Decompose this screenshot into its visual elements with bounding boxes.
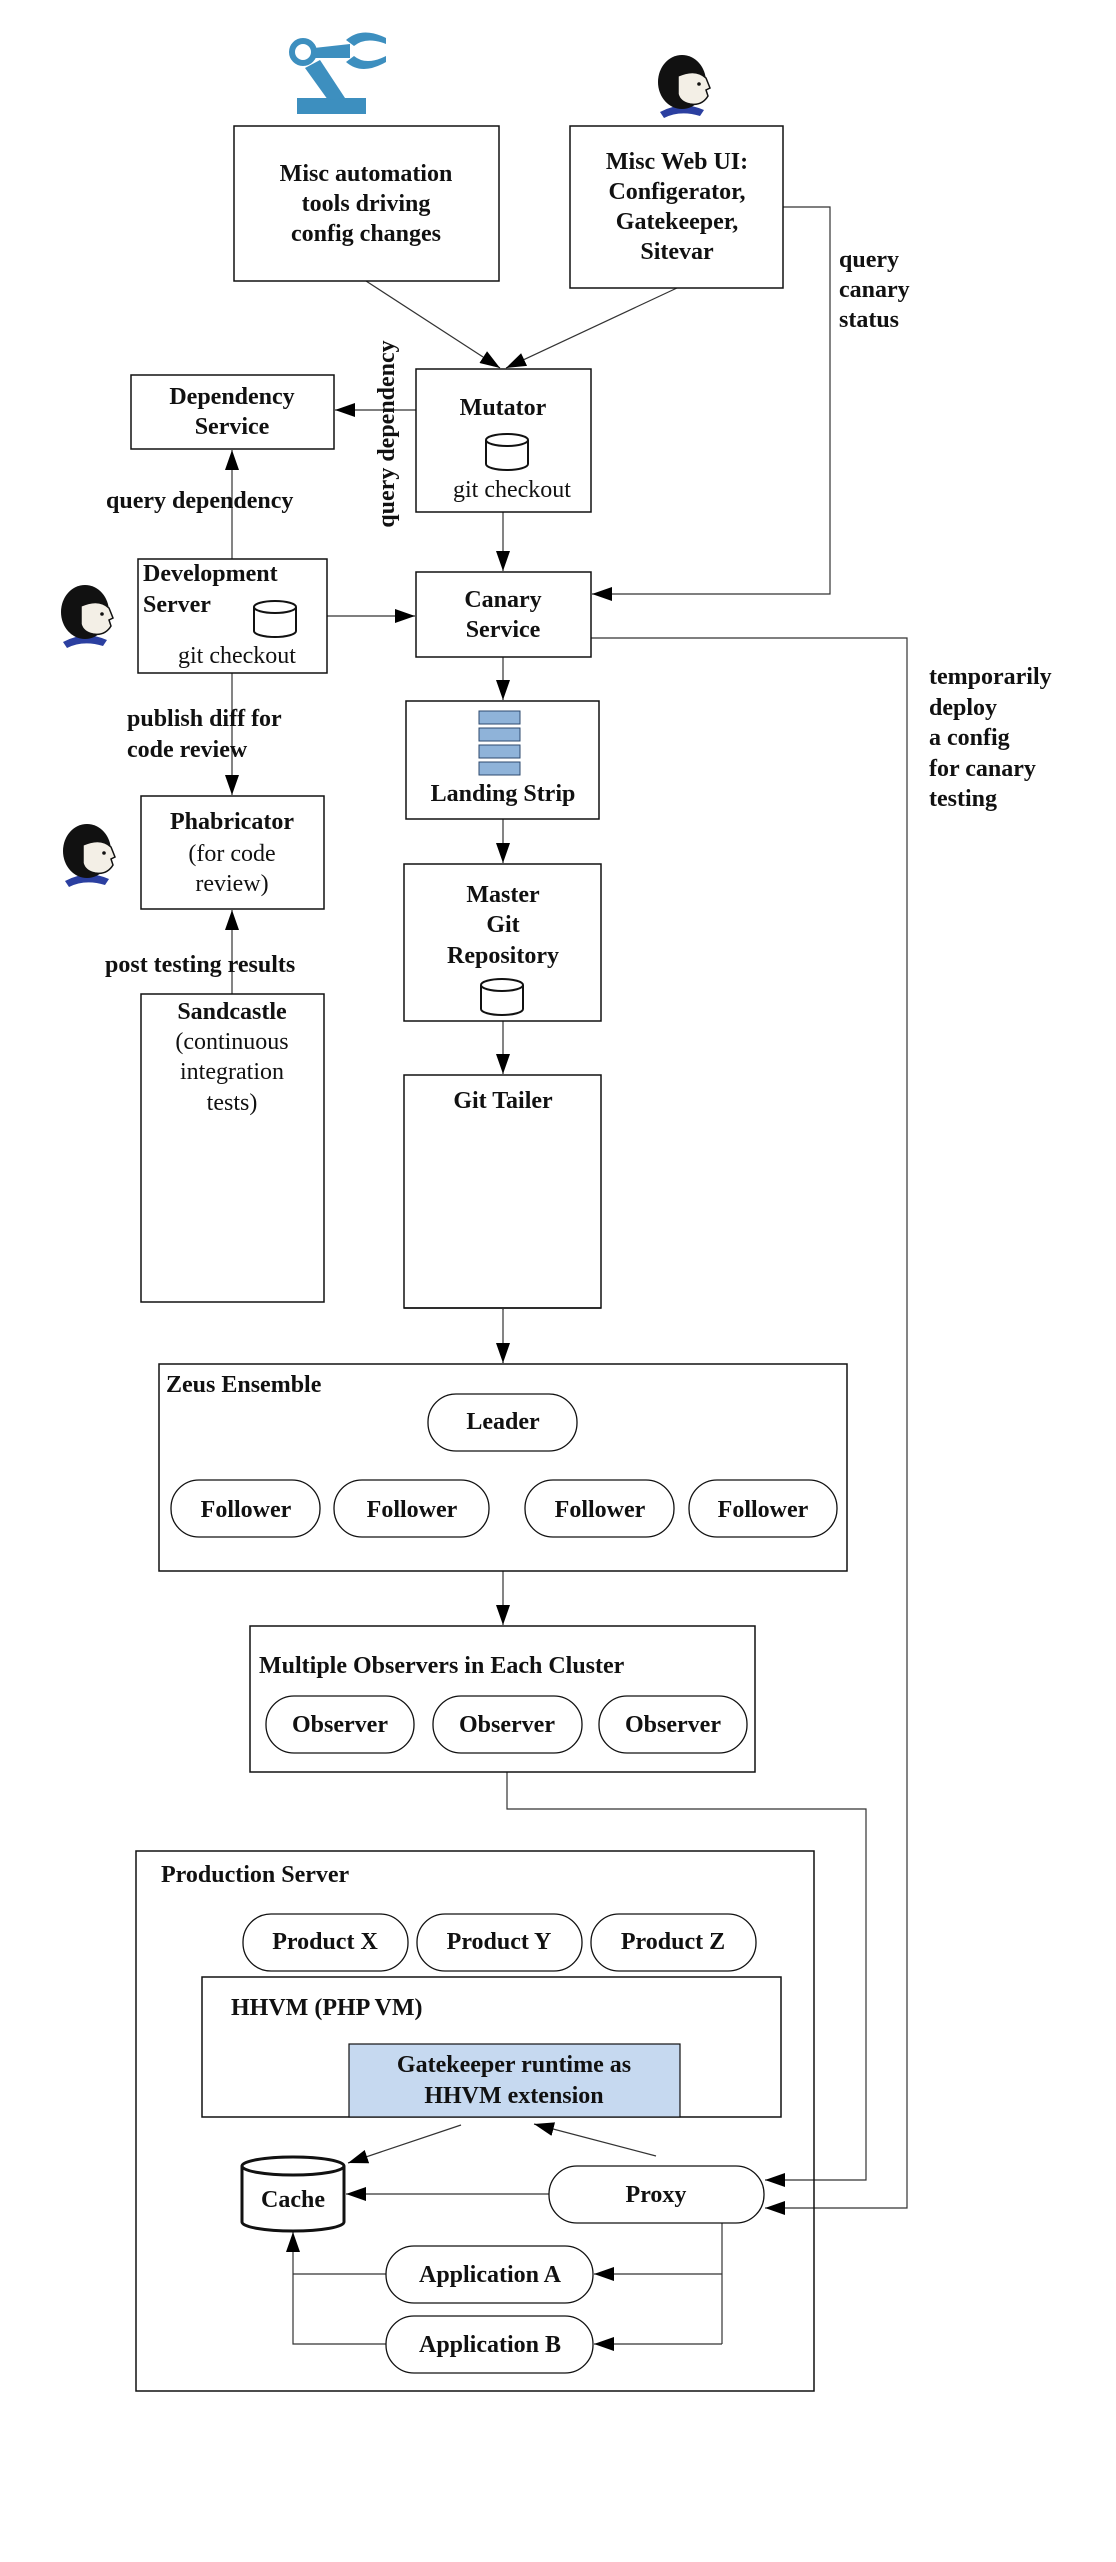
observer-node: Observer bbox=[292, 1712, 388, 1738]
product-node: Product Y bbox=[447, 1929, 552, 1955]
node-label: Cache bbox=[261, 2187, 325, 2213]
node-sublabel: git checkout bbox=[178, 643, 296, 669]
leader-node: Leader bbox=[466, 1409, 540, 1435]
sandcastle-node: Sandcastle (continuous integration tests… bbox=[140, 993, 325, 1303]
node-sublabel: (continuous bbox=[175, 1029, 288, 1055]
follower-node: Follower bbox=[367, 1497, 458, 1523]
edge-label: query dependency bbox=[374, 340, 400, 527]
dependency-service-node: Dependency Service bbox=[130, 374, 335, 450]
follower-node: Follower bbox=[718, 1497, 809, 1523]
node-sublabel: integration bbox=[180, 1059, 284, 1085]
database-icon bbox=[253, 600, 297, 638]
gatekeeper-runtime: HHVM extension bbox=[424, 2083, 603, 2109]
development-server-node: Development Server git checkout bbox=[137, 558, 328, 674]
mutator-node: Mutator git checkout bbox=[415, 368, 592, 513]
edge-label: post testing results bbox=[105, 952, 295, 978]
node-label: Sandcastle bbox=[177, 999, 287, 1025]
proxy-node: Proxy bbox=[626, 2182, 687, 2208]
node-label: tools driving bbox=[302, 191, 431, 217]
canary-service-node: Canary Service bbox=[415, 571, 592, 658]
node-label: Server bbox=[143, 592, 211, 618]
robot-arm-icon bbox=[289, 32, 386, 114]
phabricator-node: Phabricator (for code review) bbox=[140, 795, 325, 910]
group-label: Multiple Observers in Each Cluster bbox=[259, 1653, 625, 1679]
group-label: Zeus Ensemble bbox=[166, 1372, 322, 1398]
edge-label: status bbox=[839, 307, 899, 333]
node-label: config changes bbox=[291, 221, 441, 247]
node-sublabel: git checkout bbox=[453, 477, 571, 503]
group-label: Production Server bbox=[161, 1862, 350, 1888]
node-label: Development bbox=[143, 561, 278, 587]
node-sublabel: review) bbox=[195, 871, 268, 897]
follower-node: Follower bbox=[201, 1497, 292, 1523]
follower-node: Follower bbox=[555, 1497, 646, 1523]
edge-labels: query canary status query dependency que… bbox=[105, 247, 1052, 978]
node-sublabel: (for code bbox=[188, 841, 275, 867]
hhvm-label: HHVM (PHP VM) bbox=[231, 1995, 423, 2021]
person-icon bbox=[657, 54, 711, 119]
node-label: Mutator bbox=[460, 395, 547, 421]
node-label: Misc Web UI: bbox=[606, 149, 748, 175]
node-label: Repository bbox=[447, 943, 559, 969]
database-icon bbox=[485, 433, 529, 471]
product-node: Product X bbox=[272, 1929, 378, 1955]
node-label: Configerator, bbox=[608, 179, 745, 205]
edge-label: query dependency bbox=[106, 488, 293, 514]
product-node: Product Z bbox=[621, 1929, 725, 1955]
node-label: Service bbox=[466, 617, 541, 643]
edge-label: code review bbox=[127, 737, 248, 763]
zeus-ensemble: Zeus Ensemble Leader Follower Follower F… bbox=[158, 1363, 848, 1572]
edge-label: temporarily bbox=[929, 664, 1052, 690]
application-node: Application B bbox=[419, 2332, 561, 2358]
application-node: Application A bbox=[419, 2262, 562, 2288]
node-label: Canary bbox=[464, 587, 541, 613]
node-label: Dependency bbox=[169, 384, 294, 410]
gatekeeper-runtime: Gatekeeper runtime as bbox=[397, 2052, 631, 2078]
queue-icon bbox=[478, 710, 521, 776]
person-icon bbox=[60, 584, 114, 649]
production-server: Production Server Product X Product Y Pr… bbox=[135, 1850, 815, 2392]
observers-group: Multiple Observers in Each Cluster Obser… bbox=[249, 1625, 756, 1773]
node-label: Phabricator bbox=[170, 809, 294, 835]
web-ui-node: Misc Web UI: Configerator, Gatekeeper, S… bbox=[569, 125, 784, 289]
node-label: Sitevar bbox=[640, 239, 714, 265]
git-tailer-node: Git Tailer bbox=[403, 1074, 603, 1362]
edge-label: testing bbox=[929, 786, 997, 812]
edge-label: deploy bbox=[929, 695, 997, 721]
person-icon bbox=[62, 823, 116, 888]
node-label: Landing Strip bbox=[431, 781, 576, 807]
node-label: Service bbox=[195, 414, 270, 440]
database-icon bbox=[480, 978, 524, 1016]
node-label: Misc automation bbox=[280, 161, 453, 187]
observer-node: Observer bbox=[459, 1712, 555, 1738]
landing-strip-node: Landing Strip bbox=[405, 700, 600, 820]
observer-node: Observer bbox=[625, 1712, 721, 1738]
node-label: Gatekeeper, bbox=[616, 209, 738, 235]
automation-tools-node: Misc automation tools driving config cha… bbox=[233, 125, 500, 282]
edge-label: query bbox=[839, 247, 899, 273]
edge-label: publish diff for bbox=[127, 706, 282, 732]
edge-label: canary bbox=[839, 277, 910, 303]
node-label: Git bbox=[486, 912, 519, 938]
edge-label: for canary bbox=[929, 756, 1036, 782]
cache-node: Cache bbox=[240, 2155, 346, 2233]
master-git-repository-node: Master Git Repository bbox=[403, 863, 602, 1022]
edge-label: a config bbox=[929, 725, 1010, 751]
node-label: Git Tailer bbox=[453, 1088, 553, 1114]
node-label: Master bbox=[466, 882, 540, 908]
node-sublabel: tests) bbox=[207, 1090, 258, 1116]
